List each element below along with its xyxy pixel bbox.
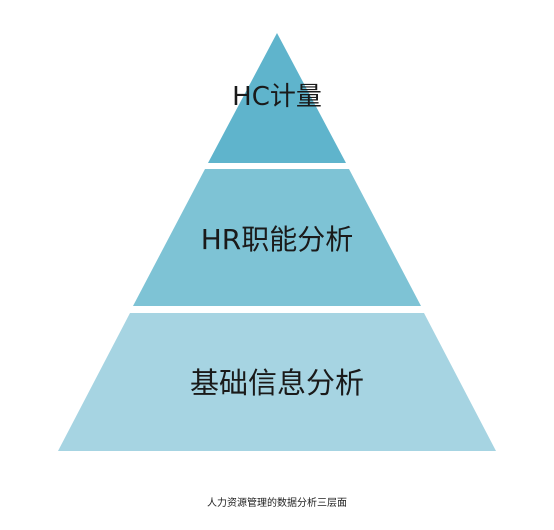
pyramid-level-top [208,33,346,163]
figure-caption: 人力资源管理的数据分析三层面 [207,498,347,509]
pyramid-level-bottom-label: 基础信息分析 [190,366,364,400]
pyramid-level-bottom [58,313,496,451]
pyramid-level-top-label: HC计量 [232,82,322,112]
pyramid-level-middle-label: HR职能分析 [201,223,354,256]
pyramid-level-middle [133,169,421,306]
